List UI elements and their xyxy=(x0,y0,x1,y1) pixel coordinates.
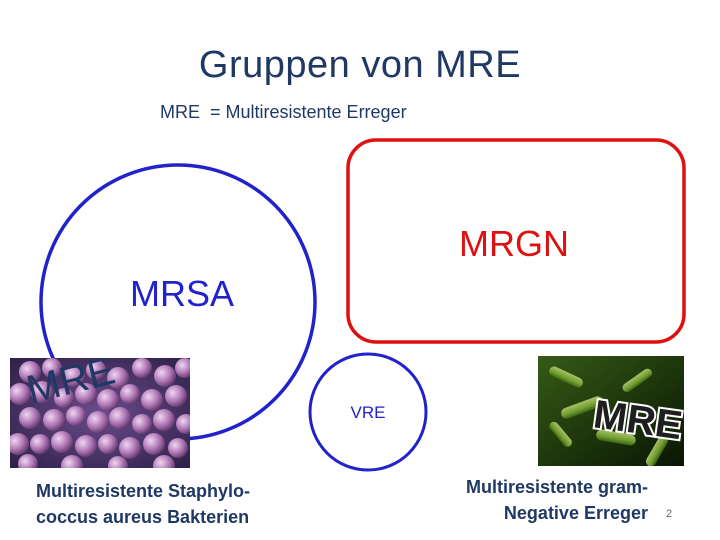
mrgn-box xyxy=(346,138,686,344)
slide-title: Gruppen von MRE xyxy=(198,44,522,86)
vre-circle xyxy=(308,352,428,472)
gram-negative-photo xyxy=(538,356,684,466)
staphylococcus-photo: MRE xyxy=(10,358,190,468)
caption-left-line-2: coccus aureus Bakterien xyxy=(36,507,250,527)
caption-left-line-1: Multiresistente Staphylo- xyxy=(36,481,251,501)
caption-right-line-1: Multiresistente gram- xyxy=(465,477,648,497)
mrsa-label: MRSA xyxy=(130,273,234,314)
mrgn-label: MRGN xyxy=(459,223,569,264)
caption-right-line-2: Negative Erreger xyxy=(503,503,648,523)
caption-staphylococcus: Multiresistente Staphylo- coccus aureus … xyxy=(36,478,336,530)
page-number: 2 xyxy=(666,508,673,520)
vre-label: VRE xyxy=(351,403,386,422)
slide-subtitle: MRE = Multiresistente Erreger xyxy=(160,102,407,122)
caption-gram-negative: Multiresistente gram- Negative Erreger xyxy=(408,474,648,526)
